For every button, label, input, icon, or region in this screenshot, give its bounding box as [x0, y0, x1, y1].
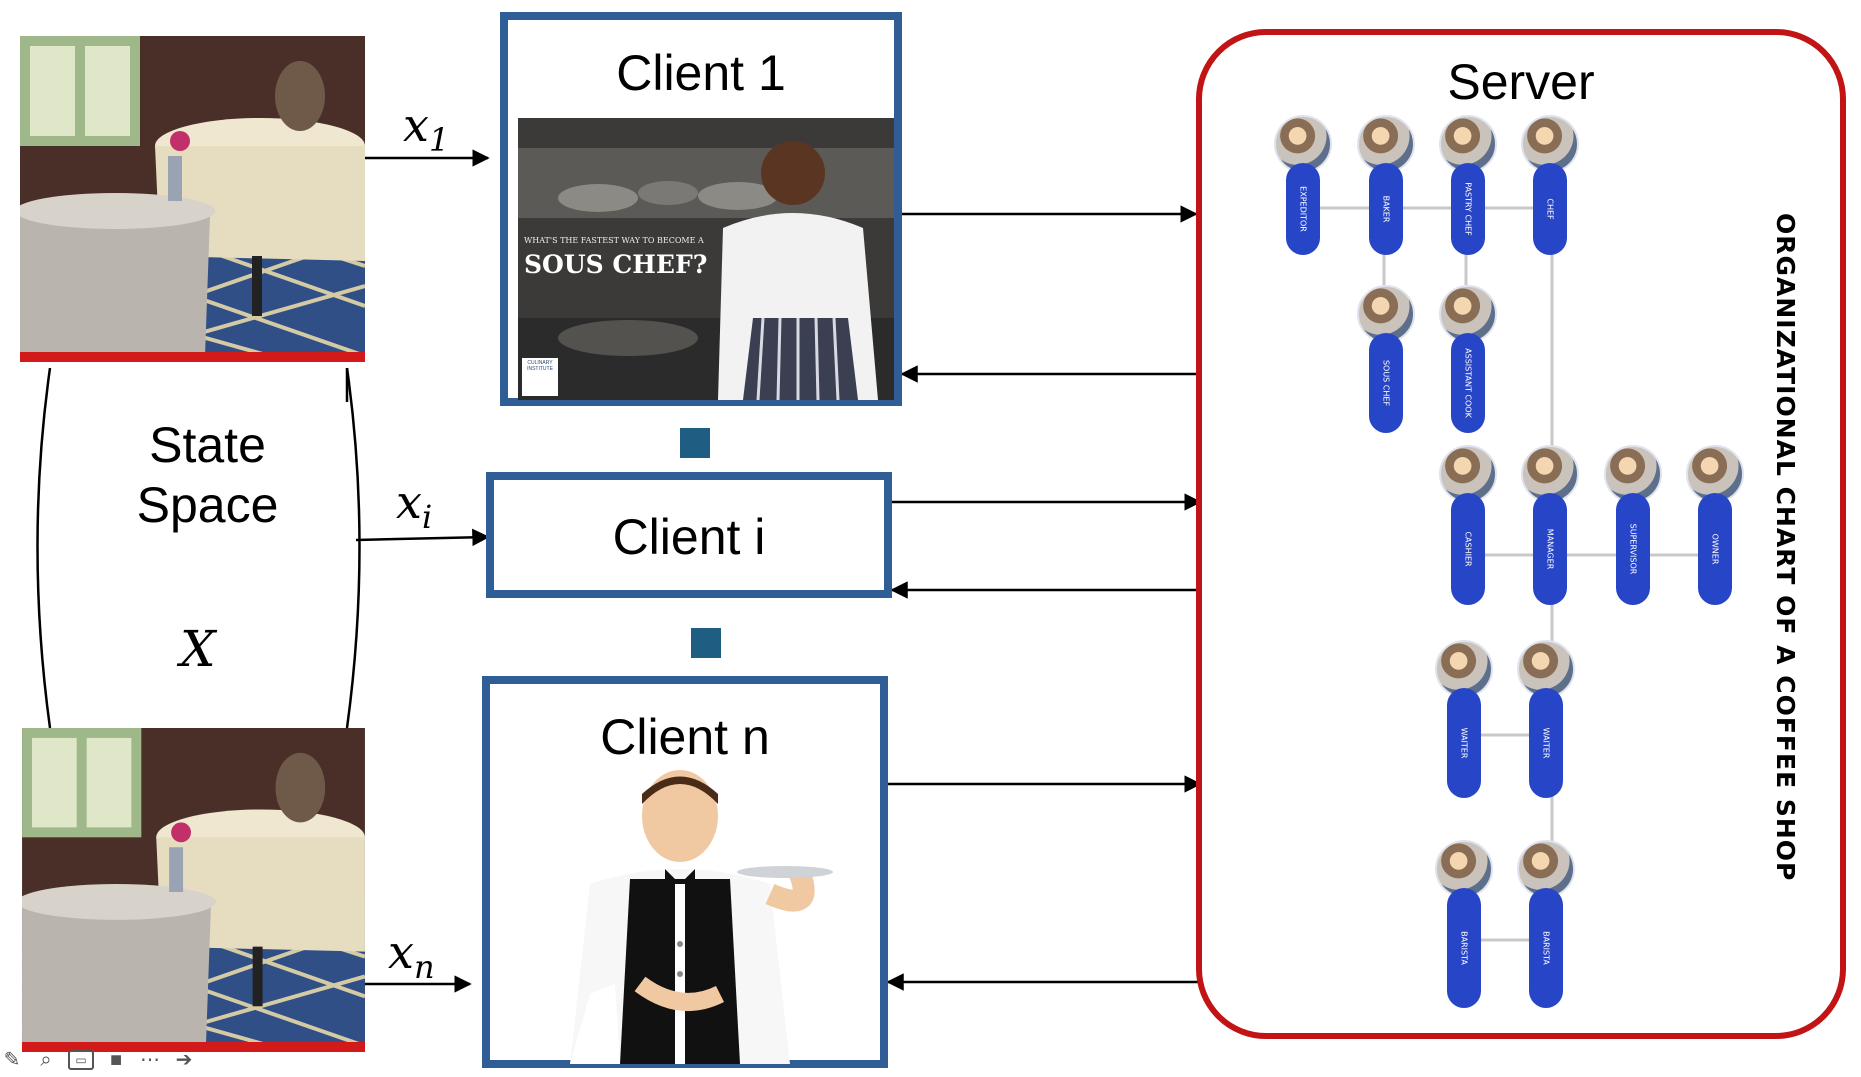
poster-headline: SOUS CHEF?	[524, 250, 708, 279]
avatar-owner	[1686, 445, 1744, 503]
role-pill-expeditor: EXPEDITOR	[1286, 163, 1320, 255]
input-label-xi: xi	[396, 475, 433, 537]
role-pill-waiter-2: WAITER	[1529, 688, 1563, 798]
client-1-box: Client 1 WHAT'S THE FASTEST WAY TO BECOM…	[500, 12, 902, 406]
captions-icon[interactable]: ▭	[68, 1050, 94, 1070]
pencil-icon[interactable]: ✎	[3, 1049, 21, 1071]
role-pill-barista-2: BARISTA	[1529, 888, 1563, 1008]
input-label-xn: xn	[388, 925, 435, 987]
role-pill-baker: BAKER	[1369, 163, 1403, 255]
state-space-symbol: X	[180, 620, 216, 678]
role-pill-supervisor: SUPERVISOR	[1616, 493, 1650, 605]
role-pill-sous-chef: SOUS CHEF	[1369, 333, 1403, 433]
role-pill-pastry-chef: PASTRY CHEF	[1451, 163, 1485, 255]
state-space-label: State Space	[136, 417, 279, 533]
client-n-title: Client n	[600, 709, 770, 765]
client-i-title: Client i	[612, 509, 766, 565]
client-1-title: Client 1	[616, 45, 786, 101]
waiter-photo	[530, 764, 850, 1064]
role-pill-owner: OWNER	[1698, 493, 1732, 605]
arrow-xi	[355, 528, 490, 547]
state-space-left-curve	[36, 367, 52, 729]
org-chart-title: ORGANIZATIONAL CHART OF A COFFEE SHOP	[1771, 213, 1800, 882]
state-space-right-curve	[345, 367, 361, 729]
more-icon[interactable]: ⋯	[140, 1049, 160, 1071]
role-pill-assistant-cook: ASSISTANT COOK	[1451, 333, 1485, 433]
role-pill-waiter-1: WAITER	[1447, 688, 1481, 798]
presentation-toolbar: ✎ ⌕ ▭ ■ ⋯ ➔	[0, 1045, 196, 1075]
server-title: Server	[1447, 54, 1595, 110]
client-i-box: Client i	[486, 472, 892, 598]
role-pill-manager: MANAGER	[1533, 493, 1567, 605]
next-icon[interactable]: ➔	[175, 1049, 193, 1071]
role-pill-chef: CHEF	[1533, 163, 1567, 255]
avatar-waiter-2	[1517, 640, 1575, 698]
restaurant-photo-bottom	[22, 728, 365, 1052]
sous-chef-photo: WHAT'S THE FASTEST WAY TO BECOME A SOUS …	[518, 118, 894, 400]
poster-small-text: WHAT'S THE FASTEST WAY TO BECOME A	[524, 236, 704, 245]
ellipsis-square-1	[680, 428, 710, 458]
magnifier-icon[interactable]: ⌕	[40, 1049, 52, 1071]
culinary-logo: CULINARY INSTITUTE	[522, 358, 558, 396]
client-n-box: Client n	[482, 676, 888, 1068]
input-label-x1: x1	[403, 98, 450, 160]
role-pill-barista-1: BARISTA	[1447, 888, 1481, 1008]
ellipsis-square-2	[691, 628, 721, 658]
camera-icon[interactable]: ■	[109, 1049, 123, 1071]
restaurant-photo-top	[20, 36, 365, 362]
server-box: Server EXPEDITOR BAKER PASTRY CHEF CHEF …	[1196, 29, 1846, 1039]
role-pill-cashier: CASHIER	[1451, 493, 1485, 605]
